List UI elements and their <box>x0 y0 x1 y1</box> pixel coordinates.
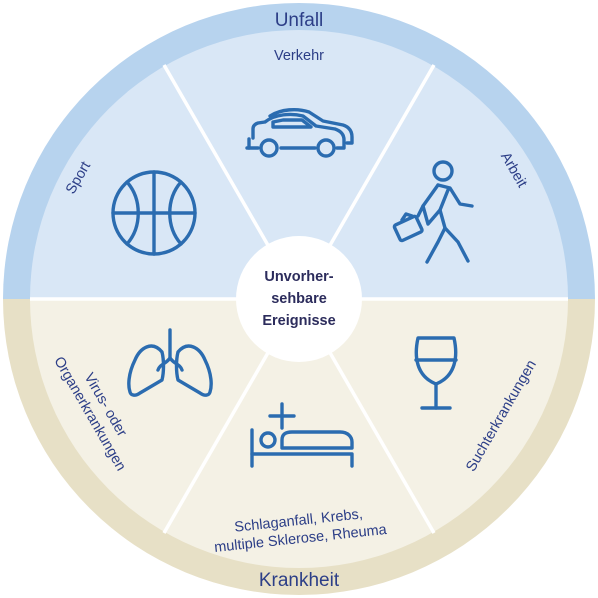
lungs-icon <box>127 328 213 397</box>
center-label-line1: Unvorher- <box>264 269 333 285</box>
patient-bed-icon <box>250 402 354 468</box>
car-icon <box>245 107 354 158</box>
inner-top-accident <box>30 30 568 299</box>
wine-glass-icon <box>414 336 458 410</box>
center-label-line3: Ereignisse <box>262 313 335 329</box>
center-disc <box>236 236 362 362</box>
ring-label-krankheit: Krankheit <box>259 570 340 591</box>
walking-person-briefcase-icon <box>392 160 474 264</box>
basketball-icon <box>111 170 197 256</box>
center-label-line2: sehbare <box>271 291 327 307</box>
ring-label-unfall: Unfall <box>275 10 324 31</box>
segment-label-verkehr: Verkehr <box>274 48 324 64</box>
